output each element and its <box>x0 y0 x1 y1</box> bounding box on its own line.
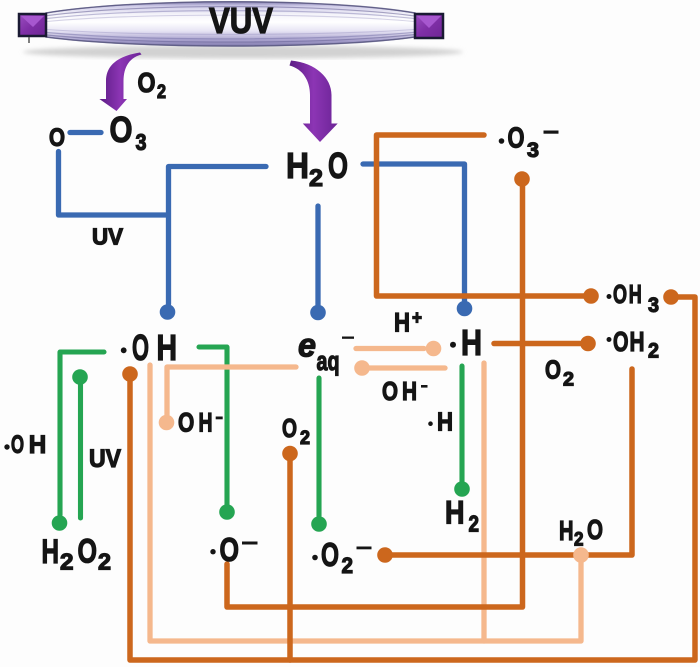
svg-text:2: 2 <box>469 511 480 537</box>
svg-text:O: O <box>613 326 629 357</box>
svg-text:aq: aq <box>317 346 340 376</box>
svg-text:2: 2 <box>342 553 354 578</box>
svg-text:H: H <box>394 308 410 338</box>
svg-text:2: 2 <box>574 530 584 551</box>
svg-text:H: H <box>29 431 47 459</box>
svg-text:2: 2 <box>309 165 323 192</box>
svg-text:+: + <box>412 308 422 329</box>
svg-text:e: e <box>298 326 316 363</box>
svg-text:2: 2 <box>300 428 310 449</box>
svg-text:O: O <box>220 531 240 568</box>
svg-text:VUV: VUV <box>209 0 273 41</box>
svg-text:O: O <box>49 124 65 152</box>
svg-text:H: H <box>402 376 417 406</box>
svg-text:O: O <box>613 279 627 309</box>
svg-text:2: 2 <box>648 340 659 363</box>
svg-text:O: O <box>178 408 194 438</box>
svg-text:O: O <box>508 123 525 155</box>
svg-text:H: H <box>630 326 645 357</box>
svg-text:H: H <box>437 407 453 437</box>
svg-text:H: H <box>157 327 178 368</box>
svg-text:UV: UV <box>92 224 124 250</box>
svg-text:O: O <box>382 376 398 406</box>
svg-text:2: 2 <box>60 549 74 575</box>
svg-text:2: 2 <box>157 82 166 103</box>
svg-text:3: 3 <box>648 294 659 317</box>
svg-text:H: H <box>461 322 482 363</box>
svg-text:O: O <box>321 536 339 573</box>
svg-text:O: O <box>11 431 24 459</box>
svg-text:O: O <box>110 109 133 150</box>
svg-text:O: O <box>328 145 348 186</box>
svg-text:H: H <box>559 515 574 546</box>
svg-text:O: O <box>132 327 149 368</box>
svg-text:H: H <box>42 533 60 571</box>
svg-text:H: H <box>445 495 465 531</box>
svg-text:2: 2 <box>98 549 111 575</box>
svg-text:3: 3 <box>527 139 539 162</box>
svg-text:O: O <box>138 67 156 98</box>
svg-text:O: O <box>78 533 98 571</box>
svg-text:H: H <box>199 408 213 438</box>
svg-text:2: 2 <box>563 370 574 391</box>
svg-text:H: H <box>286 145 309 186</box>
svg-text:UV: UV <box>89 445 121 473</box>
svg-text:H: H <box>629 279 642 309</box>
svg-text:O: O <box>587 514 603 545</box>
svg-text:O: O <box>545 355 561 385</box>
svg-text:3: 3 <box>136 129 147 155</box>
svg-text:O: O <box>282 413 297 443</box>
